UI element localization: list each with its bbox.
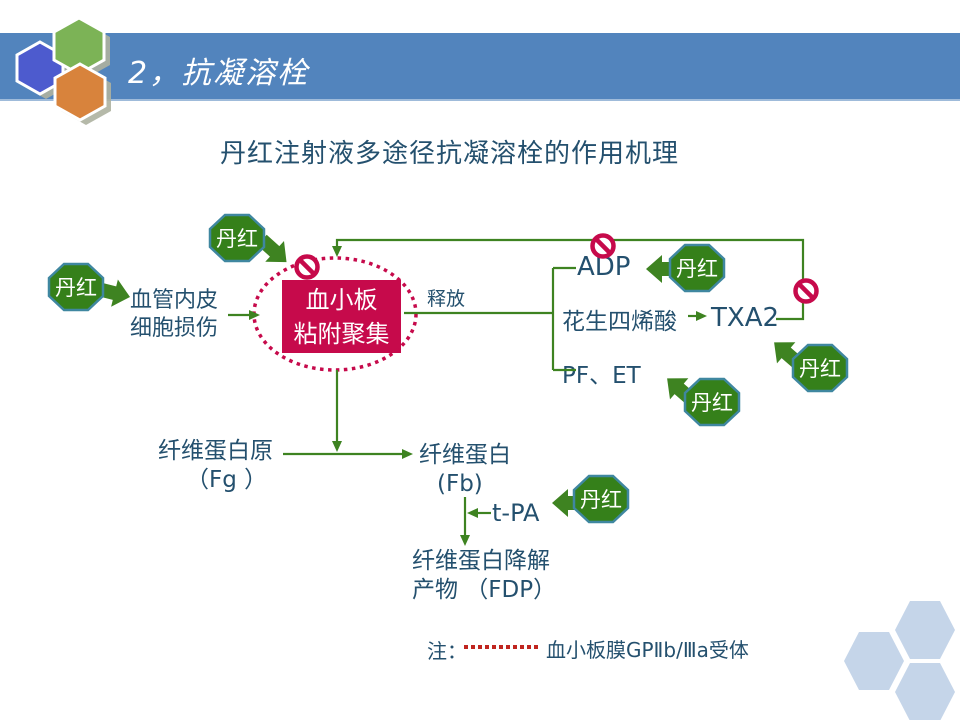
platelet-box-line1: 血小板 xyxy=(305,285,378,314)
badge-label: 丹红 xyxy=(691,391,733,415)
badge-label: 丹红 xyxy=(55,276,97,300)
slide-title: 2，抗凝溶栓 xyxy=(128,56,310,91)
fibrin-label: 纤维蛋白 (Fb) xyxy=(419,442,511,497)
header-bar xyxy=(0,33,960,101)
release-label: 释放 xyxy=(427,288,466,310)
arachidonic-acid-label: 花生四烯酸 xyxy=(562,309,677,335)
danhong-badge-platelet: 丹红 xyxy=(208,213,266,263)
badge-label: 丹红 xyxy=(799,357,841,381)
txa2-label: TXA2 xyxy=(711,303,780,333)
corner-hexagon-decoration xyxy=(844,601,955,720)
badge-label: 丹红 xyxy=(676,257,718,281)
logo-hexagon-cluster xyxy=(15,16,111,125)
badge-octagon xyxy=(47,262,105,312)
prohibition-icon xyxy=(294,254,320,280)
note-legend-text: 血小板膜GPⅡb/Ⅲa受体 xyxy=(546,638,749,662)
adp-label: ADP xyxy=(577,252,631,282)
fibrinogen-label: 纤维蛋白原 （Fg ） xyxy=(158,438,273,493)
platelet-box-line2: 粘附聚集 xyxy=(293,319,390,348)
danhong-badge-tpa: 丹红 xyxy=(572,474,630,524)
vessel-injury-label: 血管内皮 细胞损伤 xyxy=(130,288,219,341)
prohibition-icon xyxy=(793,278,819,304)
danhong-badge-pfet: 丹红 xyxy=(683,377,741,427)
platelet-adhesion-box: 血小板 粘附聚集 xyxy=(282,280,401,353)
danhong-badge-txa2: 丹红 xyxy=(791,343,849,393)
note-dashed-line xyxy=(464,645,541,649)
logo-orange-hexagon xyxy=(53,62,107,122)
note-label: 注： xyxy=(427,639,467,663)
pf-et-label: PF、ET xyxy=(562,363,641,389)
fdp-label: 纤维蛋白降解 产物 （FDP） xyxy=(412,548,557,603)
tpa-label: t-PA xyxy=(492,499,540,527)
badge-octagon xyxy=(208,213,266,263)
badge-label: 丹红 xyxy=(216,227,258,251)
diagram-title: 丹红注射液多途径抗凝溶栓的作用机理 xyxy=(220,139,680,169)
danhong-badge-vessel: 丹红 xyxy=(47,262,105,312)
danhong-badge-adp: 丹红 xyxy=(668,243,726,293)
badge-label: 丹红 xyxy=(580,488,622,512)
